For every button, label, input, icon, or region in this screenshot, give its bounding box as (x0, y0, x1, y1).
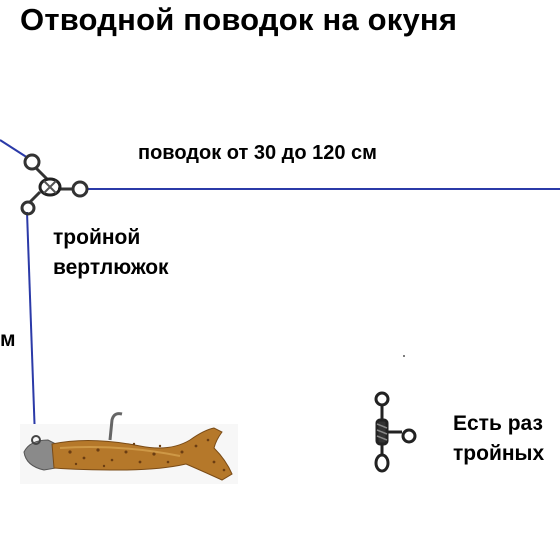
soft-bait-lure-icon (20, 412, 238, 484)
cut-off-length-label: м (0, 328, 16, 351)
note-line2: тройных (453, 442, 545, 465)
triple-swivel-sample-icon (374, 391, 417, 473)
stray-dot (403, 355, 405, 357)
page-title: Отводной поводок на окуня (20, 2, 458, 37)
note-line1: Есть раз (453, 412, 543, 435)
swivel-label-line2: вертлюжок (53, 256, 169, 279)
triple-swivel-icon (20, 153, 89, 216)
main-line (0, 139, 29, 159)
swivel-label-line1: тройной (53, 226, 141, 249)
leader-length-label: поводок от 30 до 120 см (138, 142, 377, 164)
sinker-line (26, 211, 36, 439)
